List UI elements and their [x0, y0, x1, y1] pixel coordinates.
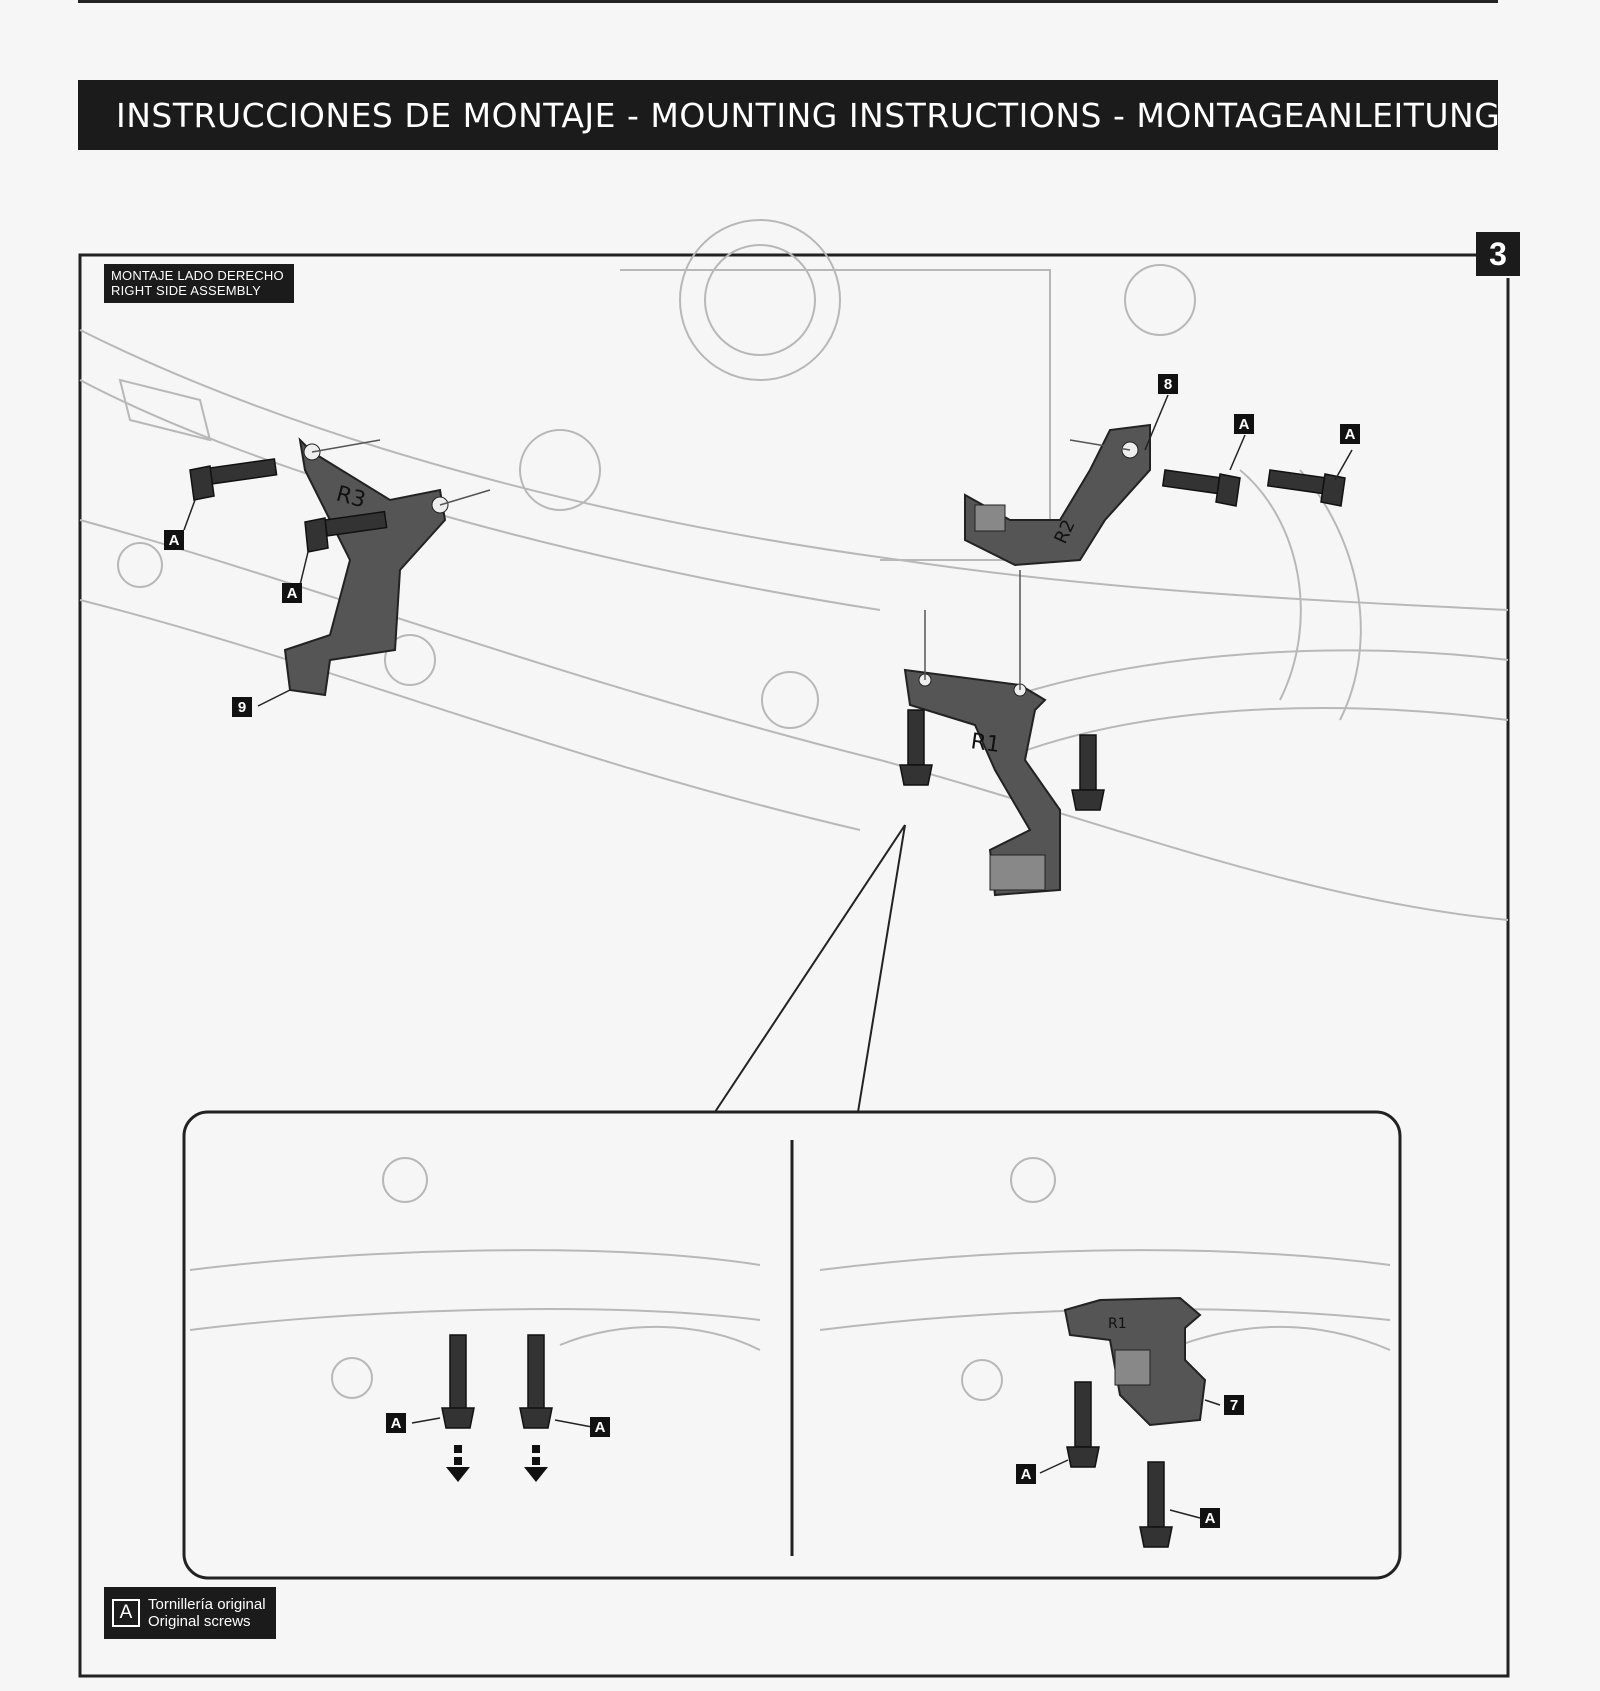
step-number-badge: 3	[1476, 232, 1520, 276]
bracket-r2: R2	[964, 423, 1151, 567]
legend-line-es: Tornillería original	[148, 1596, 266, 1613]
legend-text: Tornillería original Original screws	[148, 1596, 266, 1630]
detail-right-screws	[1066, 1381, 1173, 1548]
callout-item-9: 9	[232, 697, 252, 717]
note-line-es: MONTAJE LADO DERECHO	[111, 268, 284, 283]
legend: A Tornillería original Original screws	[104, 1587, 276, 1639]
page-title: INSTRUCCIONES DE MONTAJE - MOUNTING INST…	[116, 95, 1501, 135]
engine-line-art	[79, 219, 1509, 921]
header-bar: INSTRUCCIONES DE MONTAJE - MOUNTING INST…	[78, 80, 1501, 150]
bracket-r1: R1	[903, 668, 1061, 897]
detail-leader-lines	[411, 1399, 1221, 1519]
screw-r3-lower	[304, 510, 388, 553]
callout-screw-a: A	[1200, 1508, 1220, 1528]
callout-screw-a: A	[386, 1413, 406, 1433]
callout-screw-a: A	[1340, 424, 1360, 444]
callout-screw-a: A	[282, 583, 302, 603]
screw-r1-right	[1071, 734, 1105, 811]
callout-screw-a: A	[164, 530, 184, 550]
guide-lines	[311, 439, 1131, 690]
part-label-r1: R1	[969, 729, 1001, 758]
main-frame	[78, 253, 1510, 1678]
assembly-side-note: MONTAJE LADO DERECHO RIGHT SIDE ASSEMBLY	[104, 264, 294, 303]
bracket-r3: R3	[283, 437, 449, 697]
legend-line-en: Original screws	[148, 1613, 251, 1630]
top-rule	[78, 0, 1498, 3]
removal-arrows	[446, 1445, 548, 1482]
screw-r1-left	[899, 709, 933, 786]
callout-screw-a: A	[590, 1417, 610, 1437]
zoom-lines	[714, 824, 906, 1113]
screw-r2-inner	[1161, 469, 1241, 507]
main-leader-lines	[183, 394, 1353, 707]
callout-screw-a: A	[1016, 1464, 1036, 1484]
screw-r2-outer	[1266, 469, 1346, 507]
note-line-en: RIGHT SIDE ASSEMBLY	[111, 283, 261, 298]
callout-item-8: 8	[1158, 374, 1178, 394]
detail-panel: R1	[182, 1110, 1402, 1580]
callout-screw-a: A	[1234, 414, 1254, 434]
detail-bracket-r1: R1	[1063, 1296, 1207, 1427]
detail-left-screws	[441, 1334, 553, 1429]
screw-set-main	[189, 458, 1346, 811]
legend-key: A	[112, 1599, 140, 1627]
screw-r3-upper	[189, 458, 278, 501]
detail-part-label-r1: R1	[1108, 1316, 1127, 1332]
callout-item-7: 7	[1224, 1395, 1244, 1415]
